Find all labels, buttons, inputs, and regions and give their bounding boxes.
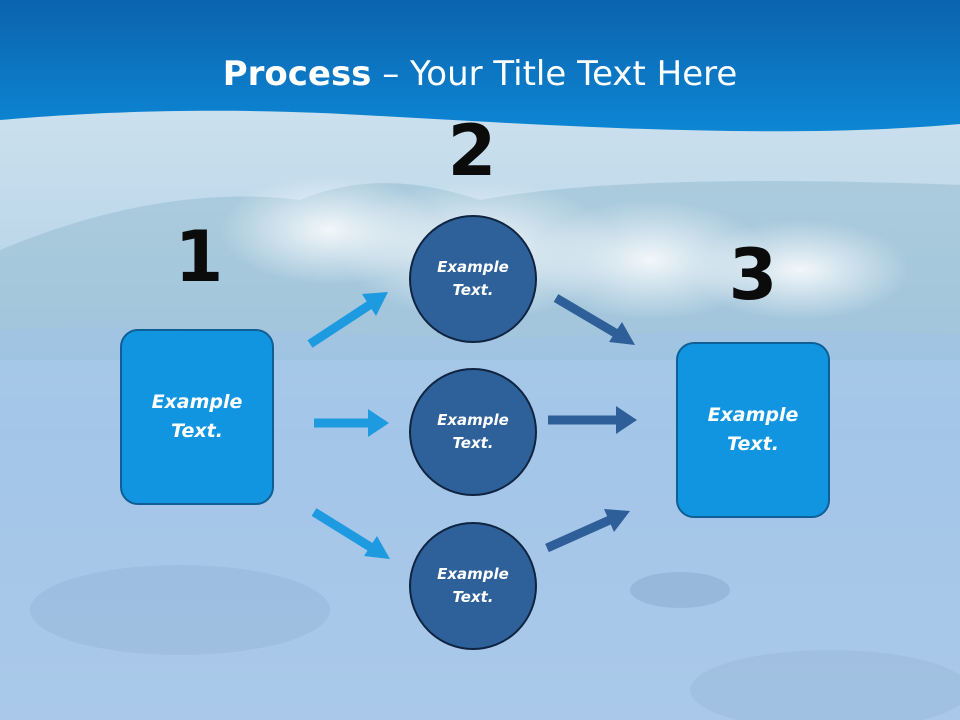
step2-circle-2-label: Example Text. <box>437 411 509 452</box>
step-number-2: 2 <box>447 110 497 192</box>
step-number-3: 3 <box>728 234 778 316</box>
step-number-1: 1 <box>174 216 224 298</box>
arrow-2b-to-3 <box>548 406 637 434</box>
arrow-1-to-2b <box>314 409 389 437</box>
arrow-2c-to-3 <box>545 509 630 553</box>
step2-circle-1: Example Text. <box>409 215 537 343</box>
step1-label: Example Text. <box>151 391 243 442</box>
step2-circle-3: Example Text. <box>409 522 537 650</box>
slide-title: Process – Your Title Text Here <box>0 52 960 96</box>
step2-circle-3-label: Example Text. <box>437 565 509 606</box>
title-bold: Process <box>222 54 372 94</box>
step2-circle-2: Example Text. <box>409 368 537 496</box>
arrow-1-to-2a <box>307 292 388 348</box>
step2-circle-1-label: Example Text. <box>437 258 509 299</box>
arrow-2a-to-3 <box>553 294 635 345</box>
step3-box: Example Text. <box>676 342 830 518</box>
arrow-1-to-2c <box>311 508 390 559</box>
step1-box: Example Text. <box>120 329 274 505</box>
title-rest: – Your Title Text Here <box>371 54 738 94</box>
step3-label: Example Text. <box>707 404 799 455</box>
